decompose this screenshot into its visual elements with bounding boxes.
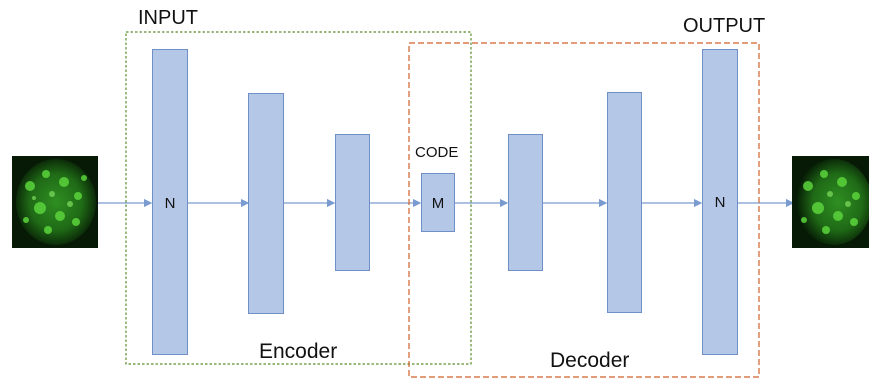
layer-encoder-2 [248,93,284,314]
input-image [12,156,98,248]
fluorescent-cell-icon [12,156,98,248]
layer-decoder-2 [607,92,642,313]
layer-output-label: N [714,194,726,211]
layer-encoder-3 [335,134,370,271]
encoder-box [125,31,472,365]
layer-input-label: N [164,195,176,212]
layer-input: N [152,49,188,355]
output-label: OUTPUT [683,15,766,37]
output-image [792,156,869,248]
fluorescent-cell-icon [792,156,869,248]
input-label: INPUT [138,7,198,29]
decoder-label: Decoder [550,349,630,372]
code-label: CODE [415,144,459,161]
layer-output: N [702,49,738,355]
layer-decoder-1 [508,134,543,271]
decoder-box [408,42,760,378]
layer-code-label: M [431,195,445,212]
layer-code: M [421,173,455,232]
encoder-label: Encoder [259,340,338,363]
